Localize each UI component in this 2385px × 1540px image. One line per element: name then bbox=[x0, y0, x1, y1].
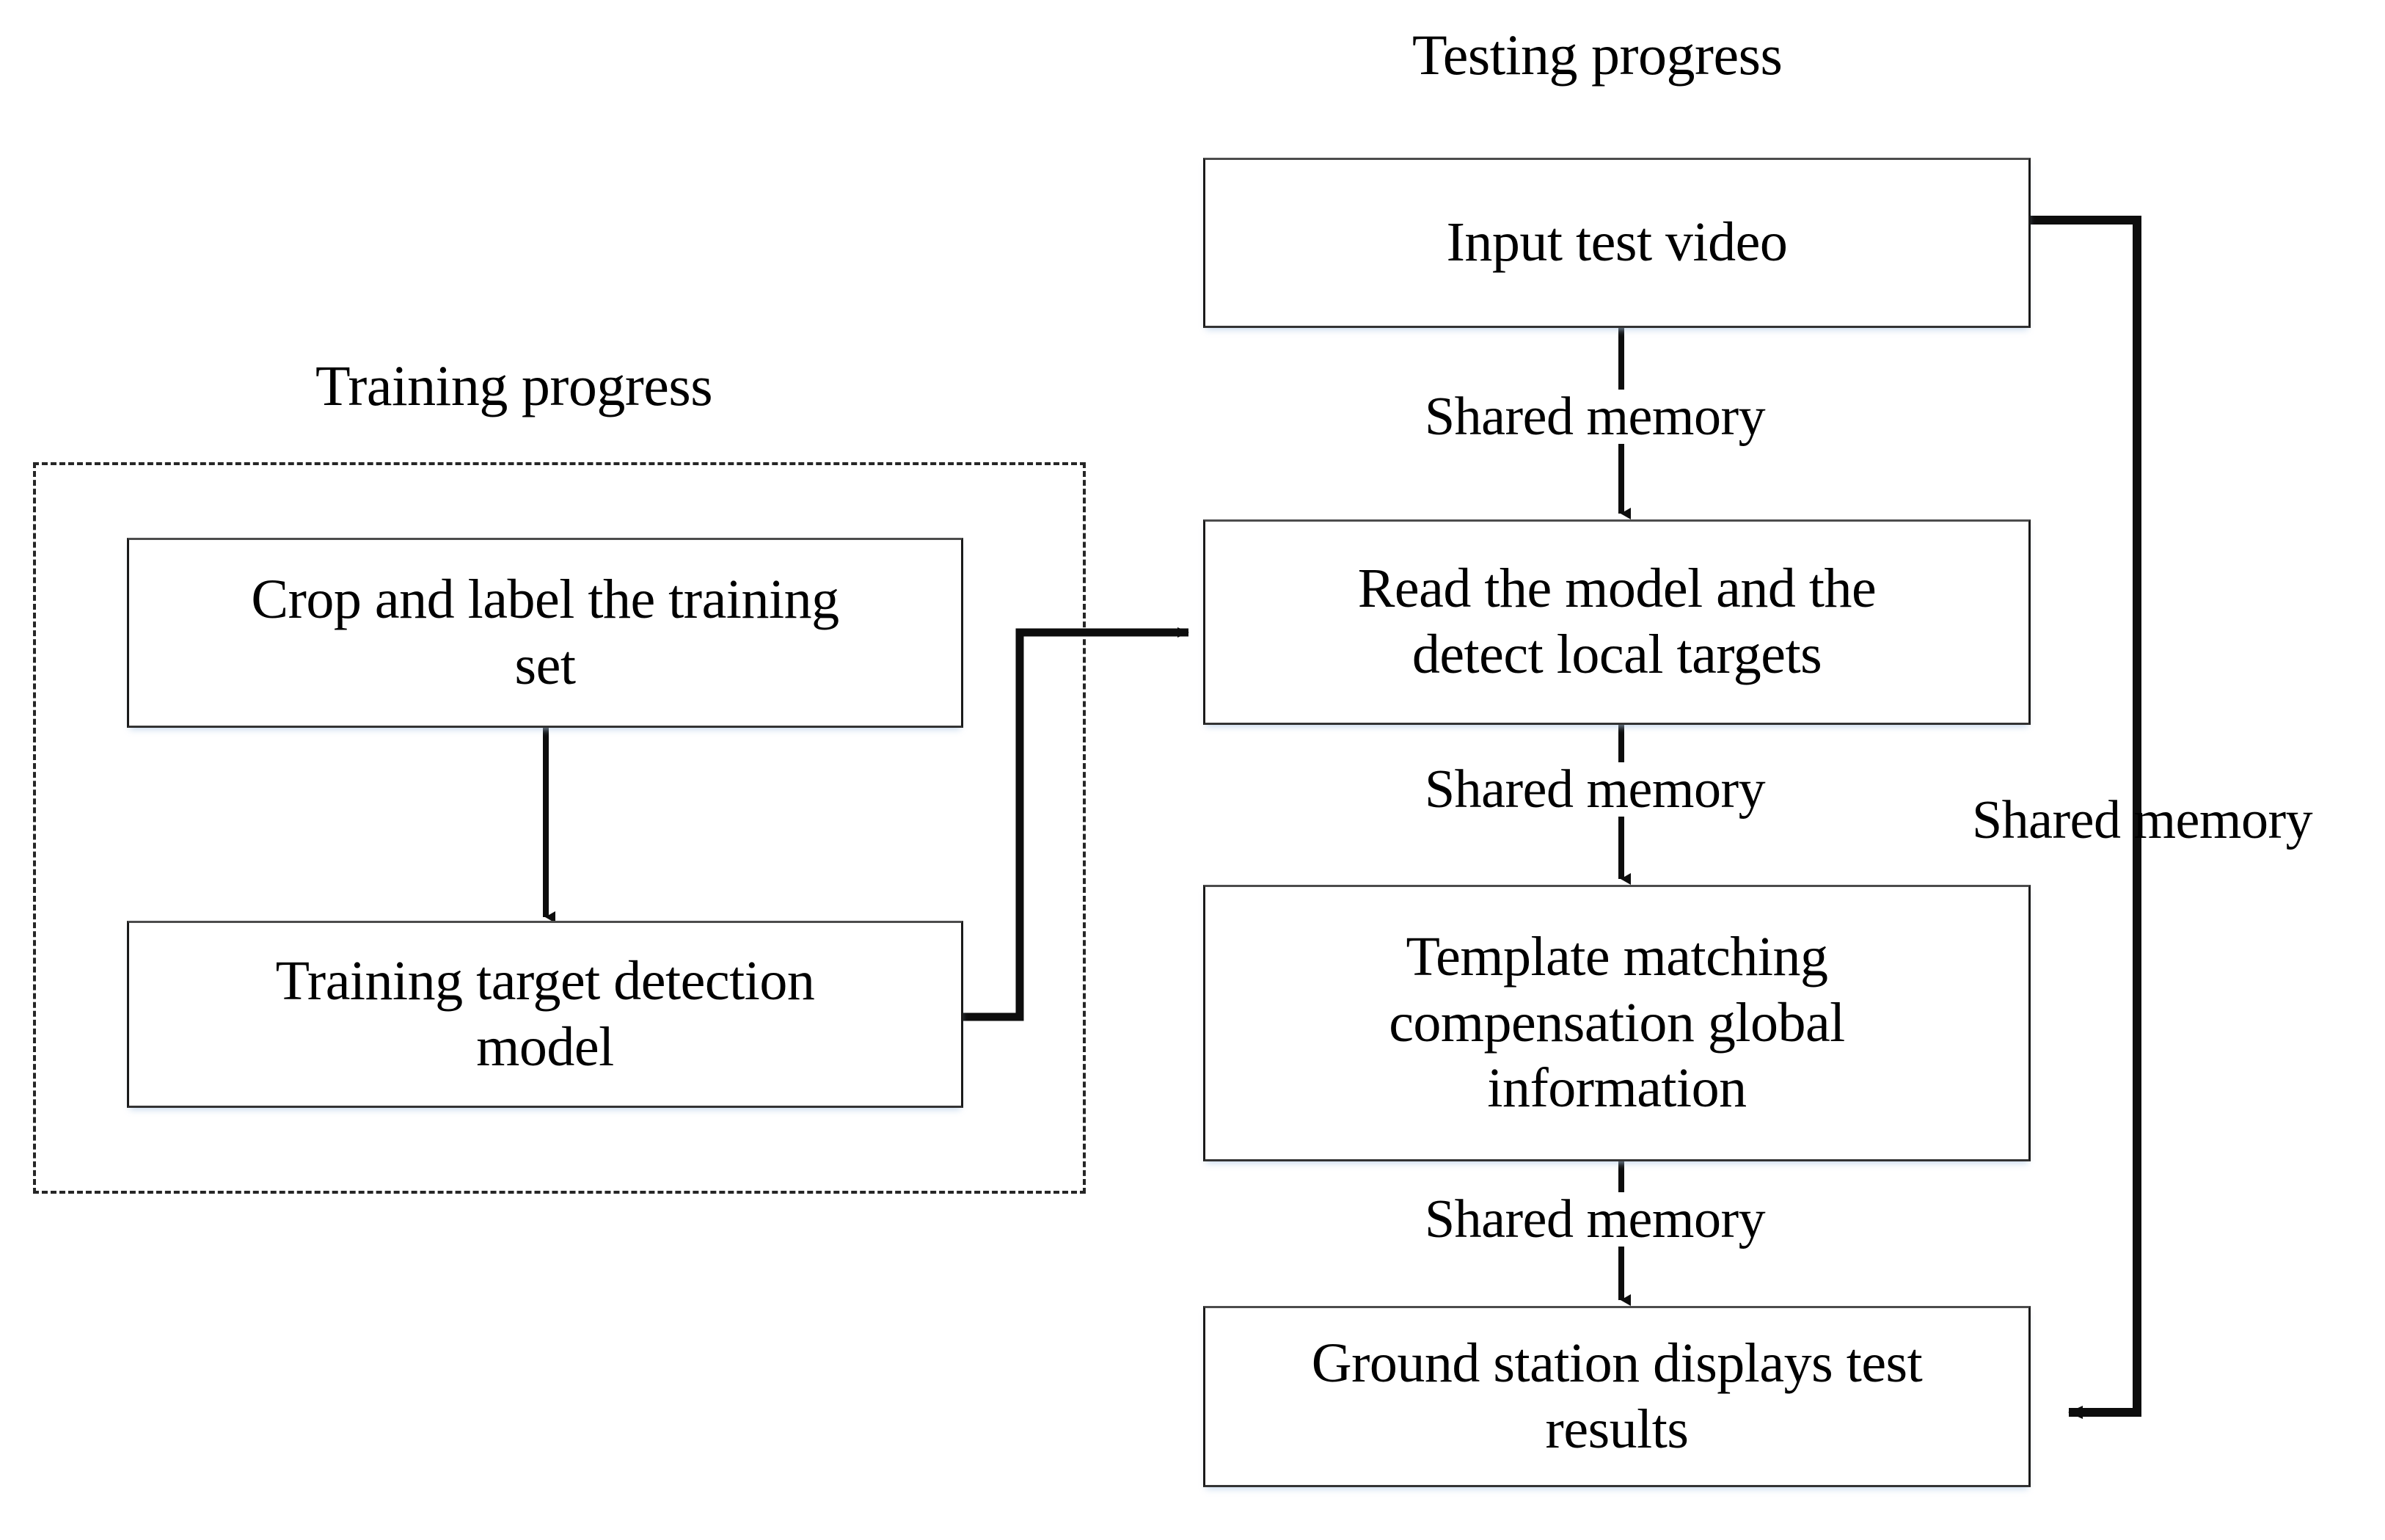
node-input-test-video[interactable]: Input test video bbox=[1203, 158, 2031, 328]
node-training-target-detection-model[interactable]: Training target detection model bbox=[127, 921, 963, 1108]
node-read-model-detect-targets-text: Read the model and the detect local targ… bbox=[1357, 558, 1877, 685]
testing-progress-caption: Testing progress bbox=[1412, 23, 1783, 87]
training-progress-group bbox=[33, 462, 1086, 1194]
node-crop-and-label-text: Crop and label the training set bbox=[251, 568, 839, 696]
edge-label-shared-memory-right: Shared memory bbox=[1972, 790, 2313, 850]
node-crop-and-label[interactable]: Crop and label the training set bbox=[127, 538, 963, 728]
node-training-target-detection-model-text: Training target detection model bbox=[275, 949, 815, 1078]
edge-input-to-ground bbox=[2031, 216, 2141, 1419]
edge-train-to-read bbox=[963, 627, 1189, 1021]
node-input-test-video-text: Input test video bbox=[1446, 211, 1788, 274]
training-progress-caption: Training progress bbox=[315, 354, 713, 417]
edge-label-shared-memory-3: Shared memory bbox=[1420, 1192, 1770, 1247]
node-ground-station-displays-results-text: Ground station displays test results bbox=[1311, 1332, 1923, 1460]
node-template-matching-compensation-text: Template matching compensation global in… bbox=[1389, 925, 1845, 1120]
edge-label-shared-memory-1: Shared memory bbox=[1420, 390, 1770, 444]
node-read-model-detect-targets[interactable]: Read the model and the detect local targ… bbox=[1203, 519, 2031, 725]
node-ground-station-displays-results[interactable]: Ground station displays test results bbox=[1203, 1306, 2031, 1487]
edge-label-shared-memory-2: Shared memory bbox=[1420, 762, 1770, 817]
node-template-matching-compensation[interactable]: Template matching compensation global in… bbox=[1203, 885, 2031, 1161]
